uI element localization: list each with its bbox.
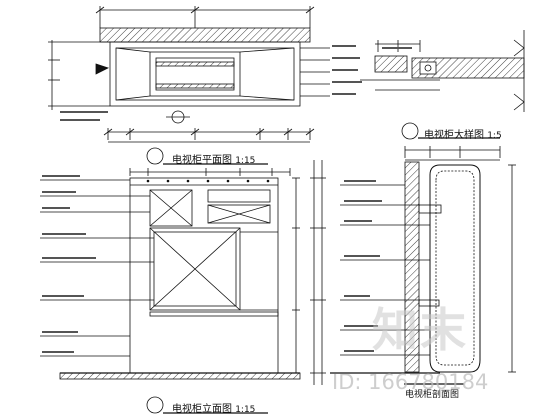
watermark-logo: 知末 bbox=[372, 303, 468, 357]
section-title: 电视柜剖面图 bbox=[405, 387, 459, 400]
section-cabinet-profile bbox=[429, 164, 481, 373]
detail-title-scale: 1:5 bbox=[487, 131, 502, 141]
elevation-cabinet bbox=[129, 177, 279, 374]
elevation-title-text: 电视柜立面图 bbox=[172, 404, 232, 415]
section-view bbox=[310, 146, 516, 385]
plan-cabinet bbox=[109, 41, 301, 107]
plan-title-marker bbox=[146, 147, 164, 165]
plan-title-text: 电视柜平面图 bbox=[172, 155, 232, 166]
watermark-id: ID: 166780184 bbox=[332, 370, 489, 394]
plan-wall-hatch bbox=[99, 27, 311, 43]
section-title-text: 电视柜剖面图 bbox=[405, 390, 460, 400]
detail-title: 电视柜大样图 1:5 bbox=[424, 126, 502, 141]
plan-view bbox=[48, 6, 362, 165]
plan-title-scale: 1:15 bbox=[235, 156, 256, 166]
detail-title-marker bbox=[401, 122, 419, 140]
elevation-title: 电视柜立面图 1:15 bbox=[172, 400, 255, 415]
elevation-view bbox=[40, 168, 301, 414]
section-wall bbox=[404, 161, 420, 373]
elevation-title-scale: 1:15 bbox=[235, 405, 256, 415]
detail-title-text: 电视柜大样图 bbox=[424, 130, 484, 141]
plan-title: 电视柜平面图 1:15 bbox=[172, 151, 255, 166]
elevation-title-marker bbox=[146, 396, 164, 414]
detail-view bbox=[360, 30, 525, 140]
